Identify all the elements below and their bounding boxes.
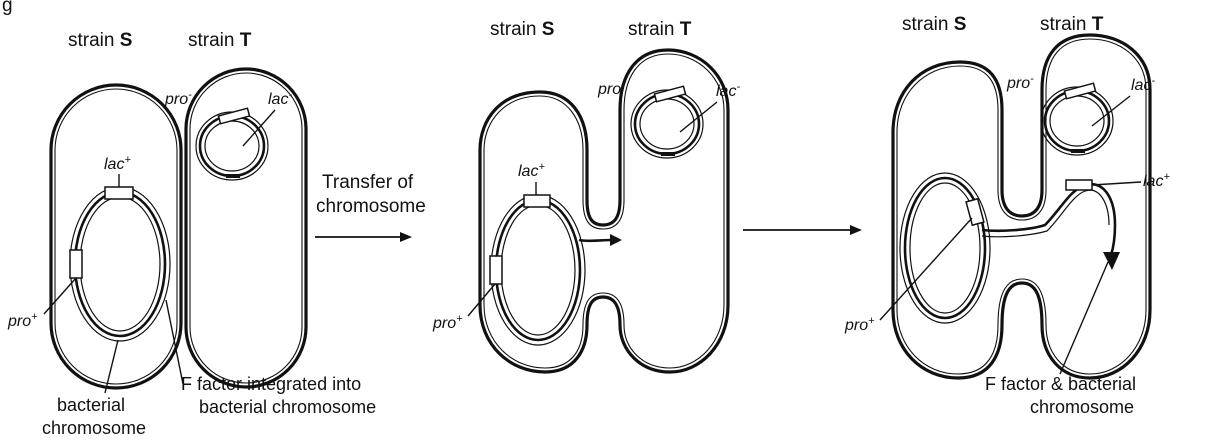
panel-1: strain S strain T pro- [7,30,376,438]
strain-s-chromosome [70,187,170,341]
strain-t-chromosome [196,108,268,180]
lac-plus-pointer [1092,182,1141,185]
pro-minus-label: pro- [1006,73,1034,92]
pro-plus-pointer [44,278,76,314]
strain-t-label: strain T [188,30,252,51]
lac-plus-marker [1066,180,1092,190]
lac-minus-label: lac- [716,81,740,100]
f-bac-pointer [1060,262,1108,374]
transfer-label-1: Transfer of [322,172,414,193]
transferred-strand [579,240,612,241]
strain-t-label: strain T [628,19,692,40]
f-factor-label-2: bacterial chromosome [199,397,376,417]
strain-s-chromosome [490,195,622,345]
strain-t-chromosome [1041,83,1113,155]
arrow-2 [743,225,862,235]
pro-minus-label: pro- [597,79,625,98]
lac-plus-label: lac+ [104,154,131,173]
f-factor-label: F factor integrated into [181,374,361,394]
pro-plus-label: pro+ [432,313,463,332]
lac-plus-label: lac+ [1143,171,1170,190]
pro-plus-marker [490,256,502,284]
lac-plus-marker [524,195,550,207]
strain-s-label: strain S [490,19,554,40]
lac-minus-pointer [1092,96,1130,126]
pro-minus-label: pro- [164,89,192,108]
partial-title: g [2,0,13,16]
bacterial-chromosome-pointer [105,340,118,393]
pro-plus-label: pro+ [7,311,38,330]
transfer-arrow: Transfer of chromosome [315,172,426,242]
pro-plus-marker [70,250,82,278]
bacterial-chromosome-label: bacterial [57,395,125,415]
lac-minus-label: lac- [1131,75,1155,94]
lac-plus-marker [105,187,133,199]
strain-t-label: strain T [1040,14,1104,35]
panel-2: strain S strain T pro- lac- lac+ pr [432,19,740,372]
transfer-label-2: chromosome [316,196,426,217]
bacterial-chromosome-label-2: chromosome [42,418,146,438]
f-bac-label-2: chromosome [1030,397,1134,417]
panel-3: strain S strain T pro- lac- [844,14,1170,417]
lac-plus-label: lac+ [518,161,545,180]
lac-minus-label: lac- [268,89,292,108]
strain-s-label: strain S [902,14,966,35]
f-bac-label: F factor & bacterial [985,374,1136,394]
strain-s-label: strain S [68,30,132,51]
pro-plus-label: pro+ [844,315,875,334]
